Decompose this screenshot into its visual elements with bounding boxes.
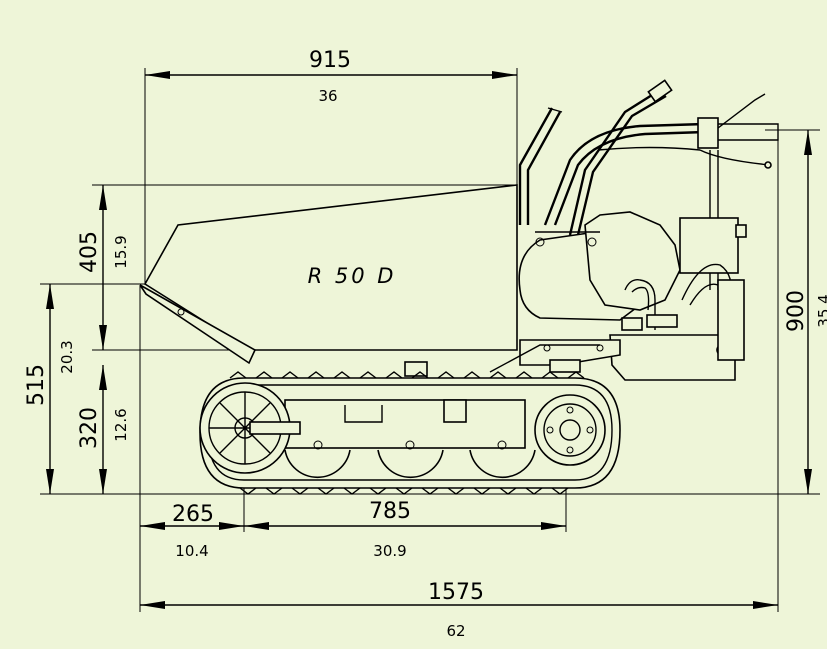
dim-1575-mm: 1575	[428, 580, 484, 605]
machine-drawing: R 50 D	[139, 79, 779, 495]
dim-915-mm: 915	[309, 48, 351, 73]
dim-10-4-inch: 10.4	[175, 542, 208, 560]
model-label: R 50 D	[308, 264, 397, 288]
bucket: R 50 D	[139, 184, 518, 365]
dim-785-mm: 785	[369, 499, 411, 524]
dim-30-9-inch: 30.9	[373, 542, 406, 560]
track	[199, 371, 621, 495]
dim-62-inch: 62	[446, 622, 465, 640]
chassis	[404, 339, 621, 377]
dim-20-3-inch: 20.3	[58, 340, 76, 373]
engine	[518, 211, 747, 381]
dim-900-mm: 900	[784, 290, 809, 332]
handlebar	[518, 79, 779, 290]
dim-515-mm: 515	[24, 364, 49, 406]
dim-15-9-inch: 15.9	[112, 235, 130, 268]
dim-320-mm: 320	[77, 407, 102, 449]
dim-265-mm: 265	[172, 502, 214, 527]
dim-35-4-inch: 35.4	[815, 294, 827, 327]
dim-12-6-inch: 12.6	[112, 408, 130, 441]
dim-36-inch: 36	[318, 87, 337, 105]
dim-405-mm: 405	[77, 231, 102, 273]
